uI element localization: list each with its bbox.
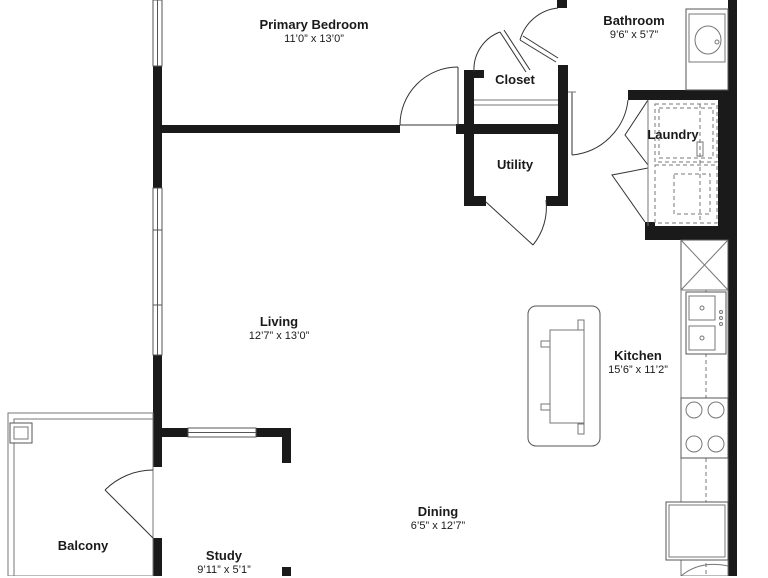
room-balcony: Balcony xyxy=(58,538,109,554)
washer-dryer xyxy=(654,103,718,224)
walls xyxy=(153,0,737,576)
room-closet: Closet xyxy=(495,72,535,88)
room-dimensions: 9’11” x 5’1” xyxy=(197,564,251,577)
balcony-outline xyxy=(7,412,154,576)
room-name: Study xyxy=(205,548,243,563)
room-dimensions: 9’6” x 5’7” xyxy=(609,29,659,42)
room-kitchen: Kitchen 15’6” x 11’2” xyxy=(608,348,668,378)
room-name: Dining xyxy=(417,504,459,519)
room-bathroom: Bathroom 9’6” x 5’7” xyxy=(603,13,664,43)
room-name: Kitchen xyxy=(614,348,662,363)
room-name: Primary Bedroom xyxy=(259,17,369,32)
room-living: Living 12’7” x 13’0” xyxy=(249,314,310,344)
room-name: Closet xyxy=(495,72,535,87)
room-dimensions: 15’6” x 11’2” xyxy=(608,364,668,377)
room-name: Laundry xyxy=(647,127,699,142)
room-dimensions: 12’7” x 13’0” xyxy=(248,330,310,343)
room-utility: Utility xyxy=(497,157,533,173)
doors xyxy=(399,7,649,246)
room-name: Living xyxy=(259,314,299,329)
room-dining: Dining 6’5” x 12’7” xyxy=(411,504,465,534)
room-laundry: Laundry xyxy=(647,127,698,143)
room-name: Bathroom xyxy=(603,13,665,28)
room-name: Balcony xyxy=(57,538,109,553)
room-dimensions: 6’5” x 12’7” xyxy=(410,520,466,533)
room-name: Utility xyxy=(496,157,534,172)
kitchen-fixtures xyxy=(527,239,729,576)
room-primary-bedroom: Primary Bedroom 11’0” x 13’0” xyxy=(259,17,368,47)
room-dimensions: 11’0” x 13’0” xyxy=(284,33,344,46)
windows xyxy=(152,0,257,438)
bathroom-fixtures xyxy=(685,8,729,91)
room-study: Study 9’11” x 5’1” xyxy=(197,548,251,578)
